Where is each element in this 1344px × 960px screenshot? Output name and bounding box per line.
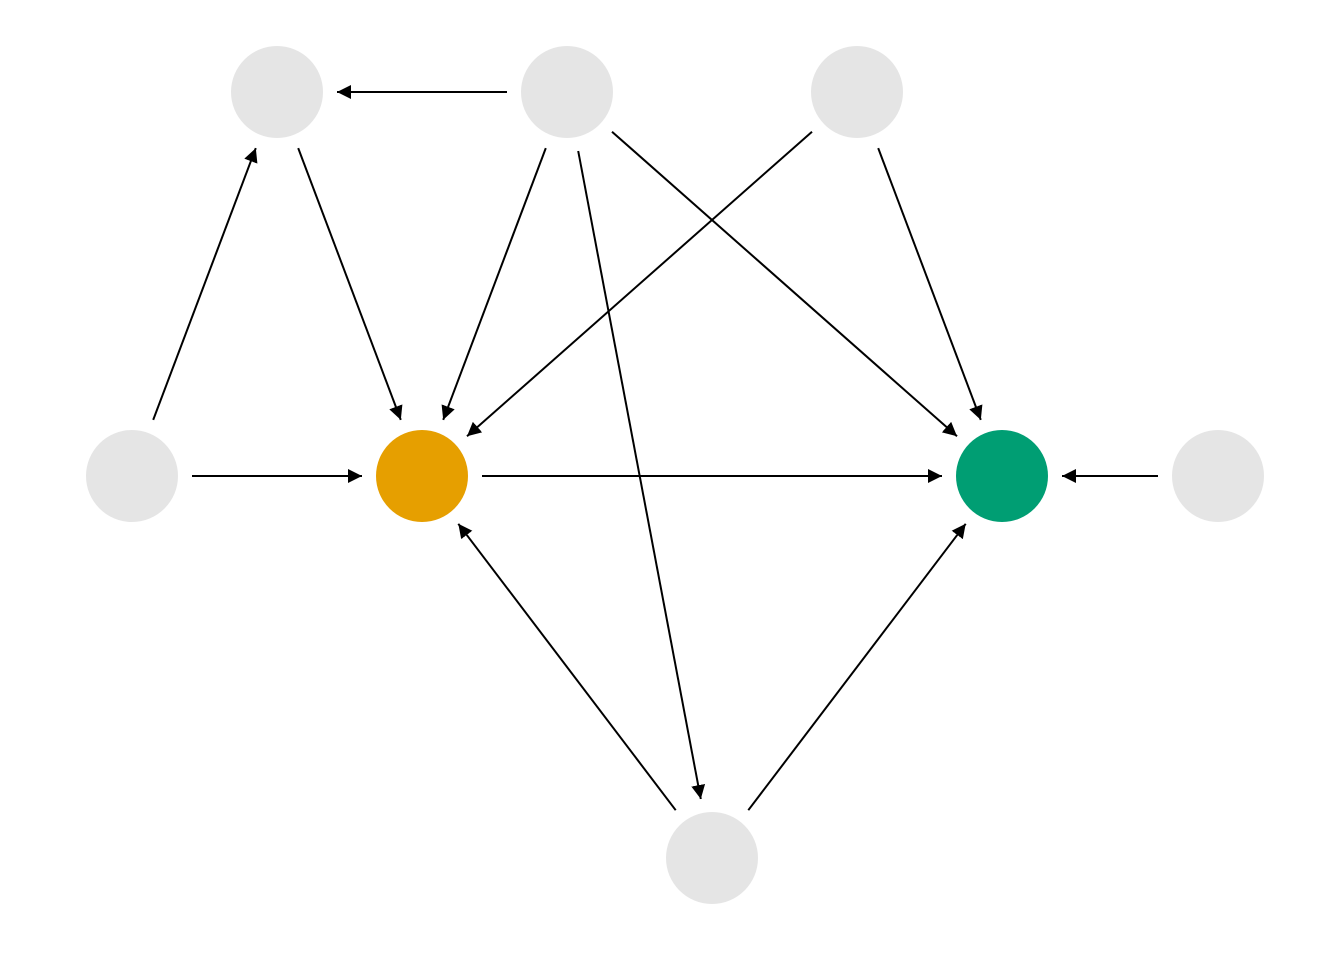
node-top-middle: [521, 46, 613, 138]
node-top-right: [811, 46, 903, 138]
edge-bottom-to-outcome: [747, 523, 967, 811]
node-exposure: [376, 430, 468, 522]
nodes-layer: [86, 46, 1264, 904]
edges-layer: [152, 85, 1158, 811]
node-middle-right: [1172, 430, 1264, 522]
node-top-left: [231, 46, 323, 138]
edge-top-middle-to-outcome: [611, 130, 958, 438]
node-middle-left: [86, 430, 178, 522]
edge-top-right-to-outcome: [877, 147, 983, 421]
edge-bottom-to-exposure: [457, 523, 677, 811]
node-outcome: [956, 430, 1048, 522]
edge-top-right-to-exposure: [466, 130, 813, 438]
node-bottom: [666, 812, 758, 904]
edge-top-middle-to-exposure: [441, 147, 547, 421]
edge-top-left-to-exposure: [297, 147, 403, 421]
edge-middle-left-to-top-left: [152, 147, 258, 421]
